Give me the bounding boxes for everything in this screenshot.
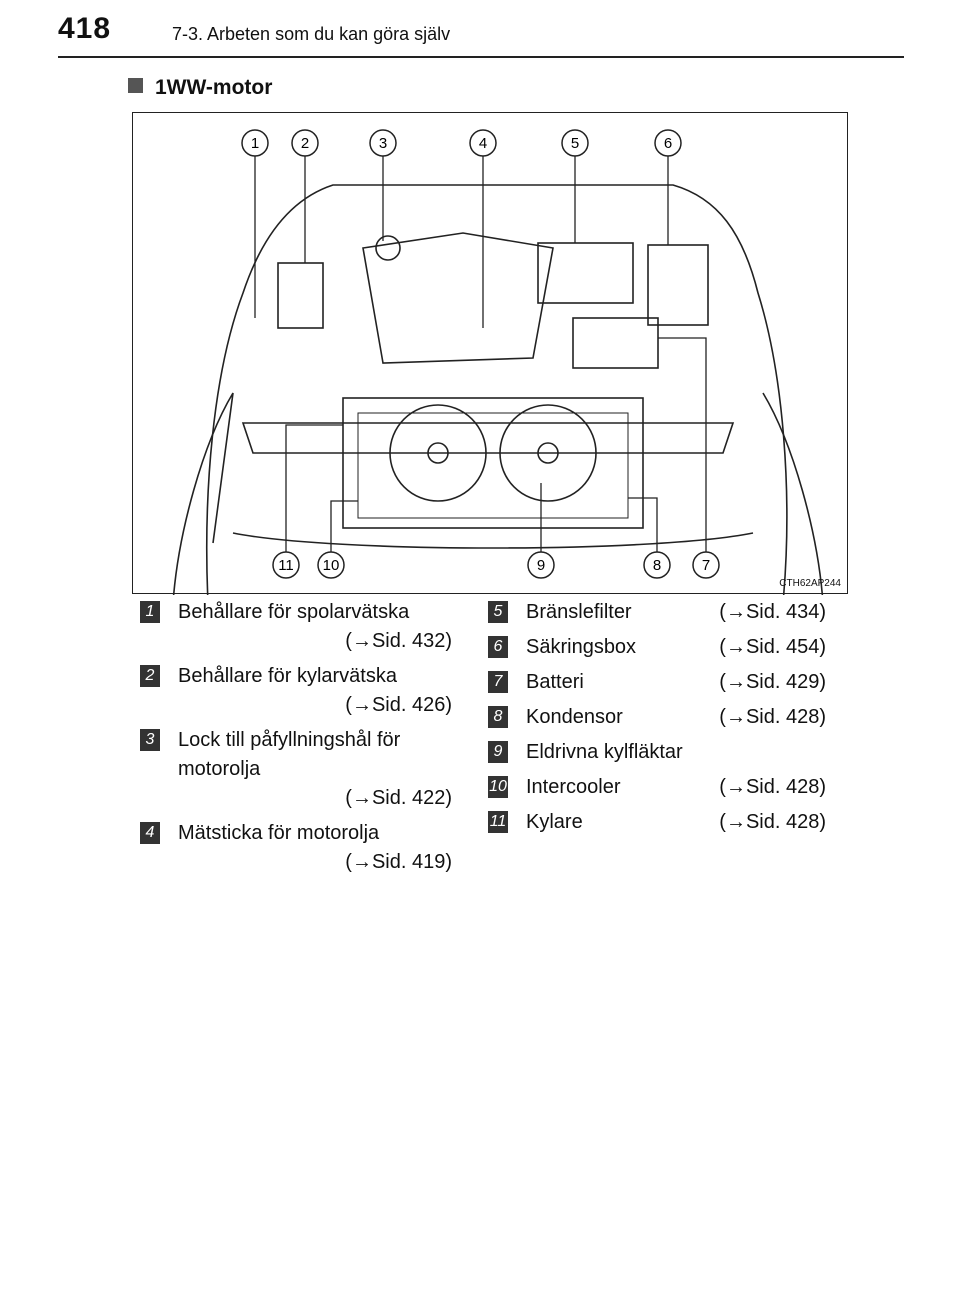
legend-item-10: 10 Intercooler (→Sid. 428) xyxy=(488,773,826,802)
legend-item-9: 9 Eldrivna kylfläktar xyxy=(488,738,826,767)
legend-label: Säkringsbox xyxy=(526,636,637,658)
legend-number-badge: 8 xyxy=(488,706,508,728)
callout-circle-2 xyxy=(291,129,319,157)
callout-number-10: 10 xyxy=(323,557,340,574)
chapter-title: 7-3. Arbeten som du kan göra själv xyxy=(172,24,451,44)
page-reference-link[interactable]: (→Sid. 429) xyxy=(719,671,826,693)
engine-cover xyxy=(362,232,554,364)
hood-opening-outline xyxy=(205,184,788,595)
callout-circle-1 xyxy=(241,129,269,157)
legend-label: Batteri xyxy=(526,671,584,693)
legend-label: Kondensor xyxy=(526,706,623,728)
callout-number-1: 1 xyxy=(251,135,259,152)
legend-label: Behållare för spolarvätska xyxy=(178,601,410,623)
callout-number-4: 4 xyxy=(479,135,487,152)
left-fender xyxy=(172,392,234,595)
callout-number-6: 6 xyxy=(664,135,672,152)
fuse-box xyxy=(647,244,709,326)
section-heading: 1WW-motor xyxy=(128,76,272,100)
page-number: 418 xyxy=(58,12,112,45)
callout-circle-5 xyxy=(561,129,589,157)
legend-number-badge: 1 xyxy=(140,601,160,623)
section-title: 1WW-motor xyxy=(155,76,273,99)
engine-bay-illustration: 1 2 3 4 5 6 11 10 9 8 7 CTH62AP244 xyxy=(132,112,848,595)
leader-line-11 xyxy=(285,424,343,553)
figure-code: CTH62AP244 xyxy=(779,578,841,589)
fuel-filter-housing xyxy=(537,242,634,304)
legend-label: Behållare för kylarvätska xyxy=(178,665,397,687)
callouts-top: 1 2 3 4 5 6 xyxy=(241,129,682,157)
legend-label: Intercooler xyxy=(526,776,621,798)
legend-number-badge: 7 xyxy=(488,671,508,693)
callout-circle-6 xyxy=(654,129,682,157)
legend-item-5: 5 Bränslefilter (→Sid. 434) xyxy=(488,598,826,627)
legend-number-badge: 11 xyxy=(488,811,508,833)
right-fender xyxy=(762,392,824,595)
legend-item-11: 11 Kylare (→Sid. 428) xyxy=(488,808,826,837)
callout-number-3: 3 xyxy=(379,135,387,152)
page-reference-link[interactable]: (→Sid. 428) xyxy=(719,706,826,728)
battery xyxy=(572,317,659,369)
legend-number-badge: 9 xyxy=(488,741,508,763)
callout-number-2: 2 xyxy=(301,135,309,152)
callout-circle-7 xyxy=(692,551,720,579)
page-reference-link[interactable]: (→Sid. 454) xyxy=(719,636,826,658)
right-fan-hub xyxy=(537,442,559,464)
legend-item-7: 7 Batteri (→Sid. 429) xyxy=(488,668,826,697)
callout-circle-4 xyxy=(469,129,497,157)
leader-line-10 xyxy=(330,500,358,553)
legend-number-badge: 2 xyxy=(140,665,160,687)
callout-circle-11 xyxy=(272,551,300,579)
legend-right: 5 Bränslefilter (→Sid. 434) 6 Säkringsbox (→S… xyxy=(488,598,826,843)
callout-circle-10 xyxy=(317,551,345,579)
front-crossmember xyxy=(241,422,735,454)
callout-number-11: 11 xyxy=(278,557,294,574)
legend-number-badge: 10 xyxy=(488,776,508,798)
engine-drawing: 1 2 3 4 5 6 11 10 9 8 7 xyxy=(172,129,824,595)
radiator-core xyxy=(357,412,629,519)
legend-item-4: 4 Mätsticka för motorolja (→Sid. 419) xyxy=(140,819,452,877)
right-cooling-fan xyxy=(499,404,597,502)
legend-number-badge: 3 xyxy=(140,729,160,751)
legend-item-6: 6 Säkringsbox (→Sid. 454) xyxy=(488,633,826,662)
header-rule xyxy=(58,56,904,58)
callout-number-9: 9 xyxy=(537,557,545,574)
page-reference-link[interactable]: (→Sid. 419) xyxy=(345,851,452,873)
legend-number-badge: 6 xyxy=(488,636,508,658)
legend-label: Kylare xyxy=(526,811,583,833)
callout-circle-9 xyxy=(527,551,555,579)
page-reference-link[interactable]: (→Sid. 428) xyxy=(719,811,826,833)
oil-filler-cap xyxy=(375,235,401,261)
leader-line-7 xyxy=(658,337,707,553)
left-cooling-fan xyxy=(389,404,487,502)
legend-number-badge: 4 xyxy=(140,822,160,844)
page-reference-link[interactable]: (→Sid. 428) xyxy=(719,776,826,798)
callout-circle-3 xyxy=(369,129,397,157)
legend-label: Lock till påfyllningshål för motorolja xyxy=(178,729,401,780)
coolant-reservoir xyxy=(277,262,324,329)
callout-number-7: 7 xyxy=(702,557,710,574)
page-reference-link[interactable]: (→Sid. 434) xyxy=(719,601,826,623)
page-reference-link[interactable]: (→Sid. 432) xyxy=(345,630,452,652)
callout-circle-8 xyxy=(643,551,671,579)
legend-label: Mätsticka för motorolja xyxy=(178,822,380,844)
callouts-bottom: 11 10 9 8 7 xyxy=(272,551,720,579)
legend-item-3: 3 Lock till påfyllningshål för motorolja (… xyxy=(140,726,452,813)
legend-label: Bränslefilter xyxy=(526,601,632,623)
bumper-line xyxy=(232,532,754,549)
left-fan-hub xyxy=(427,442,449,464)
leader-line-8 xyxy=(628,497,658,553)
legend-item-1: 1 Behållare för spolarvätska (→Sid. 432) xyxy=(140,598,452,656)
callout-number-5: 5 xyxy=(571,135,579,152)
legend-label: Eldrivna kylfläktar xyxy=(526,741,683,763)
square-bullet-icon xyxy=(128,78,143,93)
page-reference-link[interactable]: (→Sid. 426) xyxy=(345,694,452,716)
legend-number-badge: 5 xyxy=(488,601,508,623)
legend-item-8: 8 Kondensor (→Sid. 428) xyxy=(488,703,826,732)
radiator-frame xyxy=(342,397,644,529)
callout-number-8: 8 xyxy=(653,557,661,574)
legend-item-2: 2 Behållare för kylarvätska (→Sid. 426) xyxy=(140,662,452,720)
page-reference-link[interactable]: (→Sid. 422) xyxy=(345,787,452,809)
